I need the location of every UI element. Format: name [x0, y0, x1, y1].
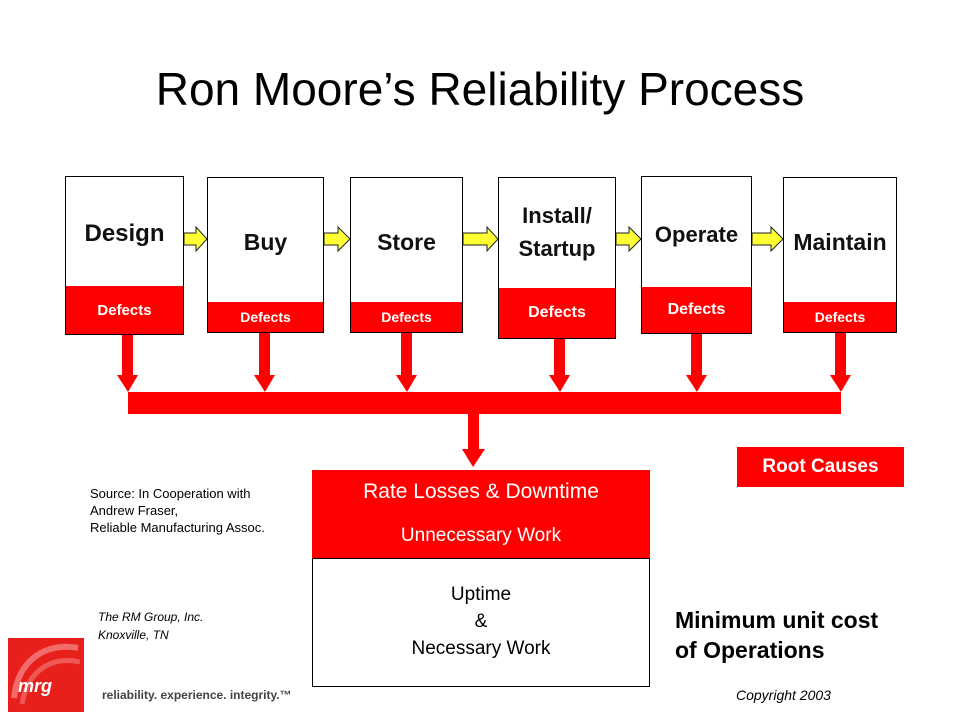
minimum-line: of Operations [675, 637, 825, 663]
rm-line: Knoxville, TN [98, 628, 169, 642]
mrg-logo [8, 638, 84, 712]
stage-store: Store Defects [350, 177, 463, 333]
logo-tagline: reliability. experience. integrity.™ [102, 688, 292, 702]
minimum-cost-text: Minimum unit cost of Operations [675, 605, 878, 665]
stage-label: Operate [654, 222, 739, 247]
outcome-line2: Unnecessary Work [400, 525, 562, 546]
defects-label: Defects [351, 302, 462, 332]
logo-text: mrg [18, 676, 53, 696]
stage-label: Maintain [793, 229, 887, 255]
defects-label: Defects [642, 287, 751, 333]
stage-label: Store [377, 229, 436, 255]
defects-label: Defects [499, 288, 615, 338]
defects-label: Defects [784, 302, 896, 332]
stage-label: Design [84, 220, 165, 247]
outcome-losses-box: Rate Losses & Downtime Unnecessary Work [312, 470, 650, 558]
page-title: Ron Moore’s Reliability Process [155, 63, 805, 115]
copyright: Copyright 2003 [736, 687, 831, 703]
flow-arrow-icon [615, 225, 642, 253]
stage-label: Buy [243, 229, 288, 255]
outcome-line1: Rate Losses & Downtime [363, 480, 599, 503]
flow-arrow-icon [751, 225, 784, 253]
stage-label-line1: Install/ [522, 203, 592, 228]
outcome-good-line2: & [474, 611, 488, 632]
stage-label-line2: Startup [518, 236, 596, 261]
stage-install-startup: Install/ Startup Defects [498, 177, 616, 339]
flow-arrow-icon [462, 225, 499, 253]
rm-group-note: The RM Group, Inc. Knoxville, TN [98, 608, 203, 644]
logo-swirl-icon [11, 643, 81, 705]
outcome-good-line1: Uptime [450, 584, 512, 605]
stage-buy: Buy Defects [207, 177, 324, 333]
defects-label: Defects [208, 302, 323, 332]
source-line: Source: In Cooperation with [90, 486, 251, 501]
stage-maintain: Maintain Defects [783, 177, 897, 333]
source-line: Andrew Fraser, [90, 503, 179, 518]
flow-arrow-icon [183, 225, 208, 253]
root-causes-label: Root Causes [737, 447, 904, 487]
source-note: Source: In Cooperation with Andrew Frase… [90, 485, 265, 536]
outcome-good-line3: Necessary Work [411, 638, 551, 659]
defects-label: Defects [66, 286, 183, 334]
flow-arrow-icon [323, 225, 351, 253]
outcome-good-box: Uptime & Necessary Work [312, 558, 650, 687]
stage-operate: Operate Defects [641, 176, 752, 334]
rm-line: The RM Group, Inc. [98, 610, 204, 624]
stage-design: Design Defects [65, 176, 184, 335]
minimum-line: Minimum unit cost [675, 607, 879, 633]
source-line: Reliable Manufacturing Assoc. [90, 520, 265, 535]
